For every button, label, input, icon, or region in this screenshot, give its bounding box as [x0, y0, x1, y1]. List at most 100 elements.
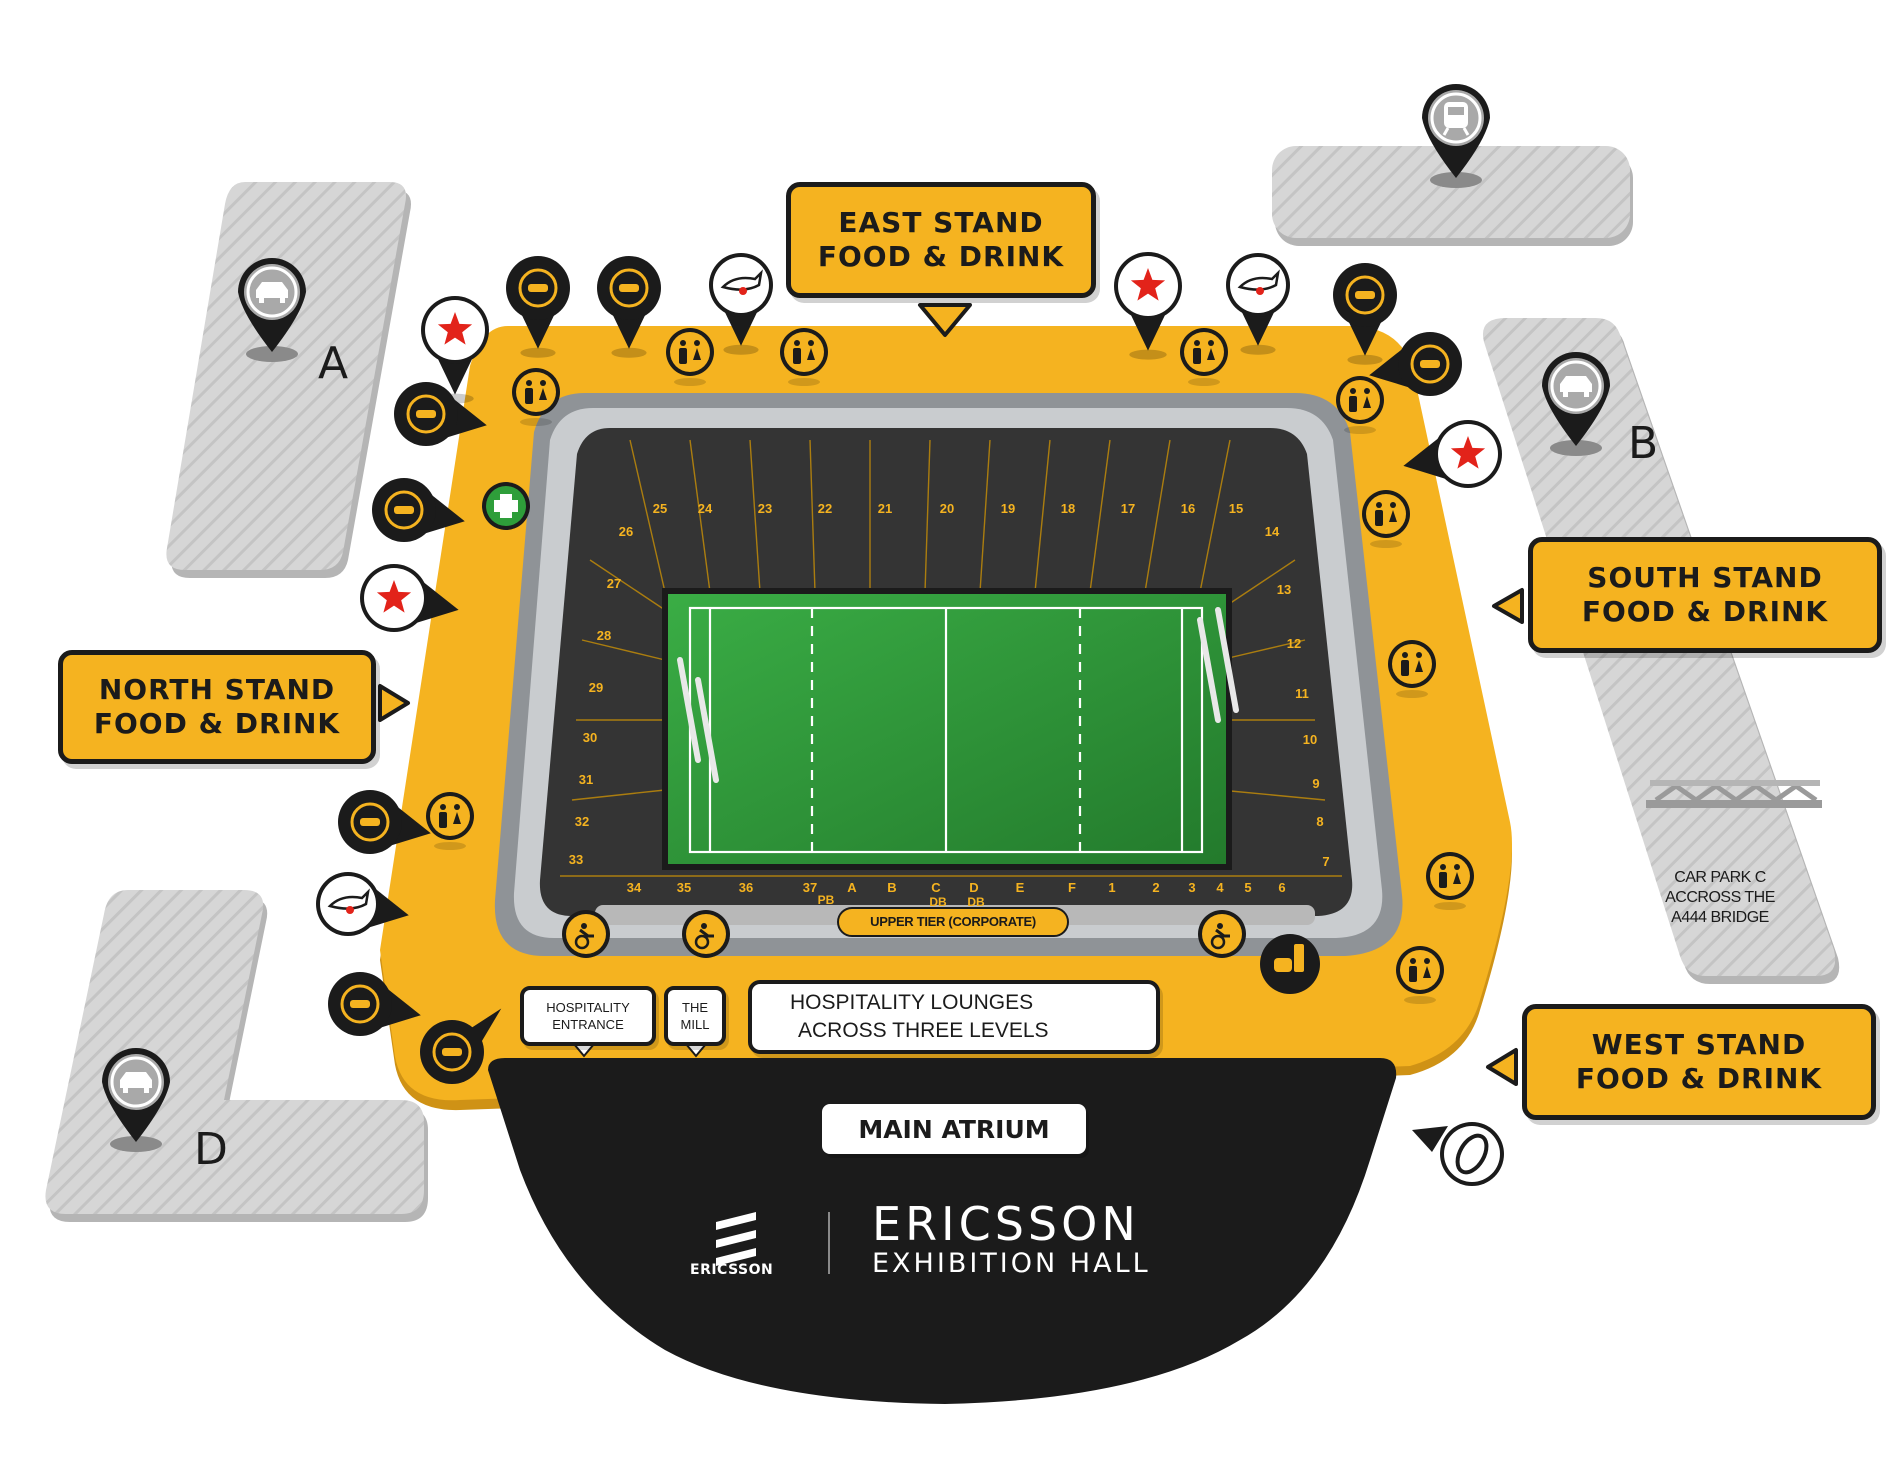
disabled-viewing-icon[interactable] — [682, 910, 730, 958]
ericsson-logo-icon — [716, 1212, 756, 1266]
car-park-b-car-icon[interactable]: car-icon — [1542, 352, 1610, 456]
block-37: 37 — [803, 880, 817, 895]
toilet-icon[interactable] — [426, 792, 474, 850]
block-17: 17 — [1121, 501, 1135, 516]
disabled-viewing-icon[interactable] — [1198, 910, 1246, 958]
block-26: 26 — [619, 524, 633, 539]
toilet-icon[interactable] — [666, 328, 714, 386]
bar-star-icon-2[interactable] — [360, 564, 459, 632]
block-D: D — [969, 880, 978, 895]
disabled-viewing-icon[interactable] — [562, 910, 610, 958]
west-stand-food-label[interactable]: WEST STAND FOOD & DRINK — [1522, 1004, 1876, 1120]
block-A: A — [847, 880, 857, 895]
block-22: 22 — [818, 501, 832, 516]
block-23: 23 — [758, 501, 772, 516]
pizza-icon[interactable] — [1333, 263, 1397, 365]
block-6: 6 — [1278, 880, 1285, 895]
block-33: 33 — [569, 852, 583, 867]
north-stand-title: NORTH STAND — [98, 673, 336, 706]
car-park-c-line1: CAR PARK C — [1674, 869, 1766, 886]
car-park-a-area — [166, 182, 411, 578]
first-aid-icon[interactable] — [482, 482, 530, 530]
bar-horse-icon-3[interactable] — [316, 872, 409, 936]
block-16: 16 — [1181, 501, 1195, 516]
block-31: 31 — [579, 772, 593, 787]
lounges-line2: ACROSS THREE LEVELS — [798, 1019, 1049, 1042]
block-F: F — [1068, 880, 1076, 895]
toilet-icon[interactable] — [512, 368, 560, 426]
ericsson-wordmark-small: ERICSSON — [690, 1262, 774, 1278]
hospitality-entrance-line1: HOSPITALITY — [546, 1000, 630, 1015]
main-atrium-label[interactable]: MAIN ATRIUM — [822, 1104, 1086, 1154]
block-8: 8 — [1316, 814, 1323, 829]
block-24: 24 — [698, 501, 713, 516]
toilet-icon[interactable] — [1388, 640, 1436, 698]
hospitality-entrance-label[interactable]: HOSPITALITY ENTRANCE — [520, 986, 656, 1046]
car-park-a-car-icon[interactable]: car-icon — [238, 258, 306, 362]
the-mill-line2: MILL — [680, 1017, 710, 1032]
east-stand-food-label[interactable]: EAST STAND FOOD & DRINK — [786, 182, 1096, 298]
brand-divider — [828, 1212, 830, 1274]
block-4: 4 — [1216, 880, 1224, 895]
car-park-d-label: D — [194, 1124, 228, 1175]
block-5: 5 — [1244, 880, 1251, 895]
bar-horse-icon-2[interactable] — [1226, 253, 1290, 355]
toilet-icon[interactable] — [1362, 490, 1410, 548]
exhibition-hall-text: EXHIBITION HALL — [872, 1248, 1151, 1279]
toilet-icon[interactable] — [780, 328, 828, 386]
taco-icon[interactable] — [372, 478, 465, 542]
bar-horse-icon-1[interactable] — [709, 253, 773, 355]
south-stand-subtitle: FOOD & DRINK — [1581, 595, 1829, 628]
south-stand-food-label[interactable]: SOUTH STAND FOOD & DRINK — [1528, 537, 1882, 653]
block-18: 18 — [1061, 501, 1075, 516]
block-36: 36 — [739, 880, 753, 895]
pie-icon[interactable] — [597, 256, 661, 358]
bar-star-icon-3[interactable] — [1114, 252, 1182, 360]
hotdog-icon[interactable] — [338, 790, 431, 854]
ericsson-wordmark-large: ERICSSON — [872, 1197, 1140, 1251]
toilet-icon[interactable] — [1426, 852, 1474, 910]
car-park-c-line2: ACCROSS THE — [1665, 889, 1775, 906]
car-park-c-label: CAR PARK C ACCROSS THE A444 BRIDGE — [1650, 868, 1790, 928]
car-park-d-car-icon[interactable]: car-icon — [102, 1048, 170, 1152]
east-stand-subtitle: FOOD & DRINK — [817, 240, 1065, 273]
block-21: 21 — [878, 501, 892, 516]
block-B: B — [887, 880, 896, 895]
north-stand-subtitle: FOOD & DRINK — [93, 707, 341, 740]
block-sub-pb: PB — [818, 893, 835, 907]
west-stand-subtitle: FOOD & DRINK — [1575, 1062, 1823, 1095]
facility-pins: car-icon car-icon car-icon train-icon — [102, 84, 1822, 1186]
block-32: 32 — [575, 814, 589, 829]
block-9: 9 — [1312, 776, 1319, 791]
toilet-icon[interactable] — [1180, 328, 1228, 386]
block-2: 2 — [1152, 880, 1159, 895]
toilet-icon[interactable] — [1396, 946, 1444, 1004]
rugby-ball-icon[interactable] — [1412, 1122, 1504, 1186]
station-train-icon[interactable]: train-icon — [1422, 84, 1490, 188]
waffle-icon[interactable] — [420, 1008, 502, 1084]
the-mill-label[interactable]: THE MILL — [664, 986, 726, 1046]
cutlery-icon[interactable] — [1369, 332, 1462, 396]
ticket-icon[interactable] — [328, 972, 421, 1036]
bar-star-icon-4[interactable] — [1403, 420, 1502, 488]
hospitality-lounges-label[interactable]: HOSPITALITY LOUNGES ACROSS THREE LEVELS — [748, 980, 1160, 1054]
fish-icon[interactable] — [506, 256, 570, 358]
bar-star-icon-1[interactable] — [421, 296, 489, 404]
block-35: 35 — [677, 880, 691, 895]
block-12: 12 — [1287, 636, 1301, 651]
block-sub-db-2: DB — [967, 895, 985, 909]
meal-deal-icon[interactable] — [1260, 934, 1320, 994]
block-11: 11 — [1295, 686, 1309, 701]
ericsson-logo-mark — [712, 1210, 762, 1266]
stadium-stands — [380, 326, 1512, 1404]
upper-tier-label: UPPER TIER (CORPORATE) — [870, 914, 1036, 929]
block-25: 25 — [653, 501, 667, 516]
north-stand-food-label[interactable]: NORTH STAND FOOD & DRINK — [58, 650, 376, 764]
toilet-icon[interactable] — [1336, 376, 1384, 434]
block-13: 13 — [1277, 582, 1291, 597]
east-stand-title: EAST STAND — [838, 206, 1044, 239]
car-park-d-area — [45, 890, 428, 1222]
hospitality-entrance-line2: ENTRANCE — [552, 1017, 624, 1032]
burger-icon[interactable] — [394, 382, 487, 446]
